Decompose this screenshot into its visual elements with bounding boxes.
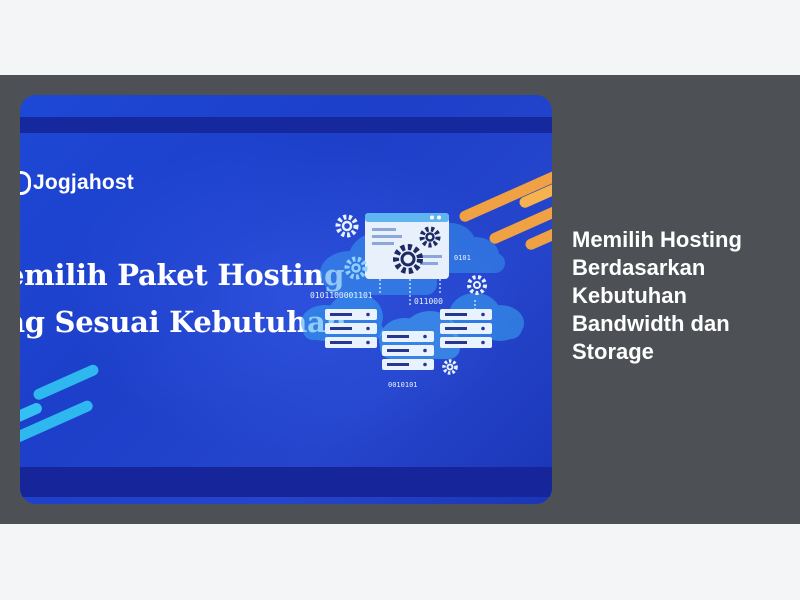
binary-label: 0101 bbox=[454, 254, 471, 262]
article-card[interactable]: Jogjahost emilih Paket Hosting ng Sesuai… bbox=[0, 75, 800, 524]
gear-icon bbox=[419, 226, 441, 248]
brand-logo: Jogjahost bbox=[20, 171, 134, 195]
gear-icon bbox=[442, 359, 458, 375]
article-thumbnail[interactable]: Jogjahost emilih Paket Hosting ng Sesuai… bbox=[20, 95, 552, 504]
thumbnail-headline-line1: emilih Paket Hosting bbox=[20, 258, 345, 292]
thumbnail-top-band bbox=[20, 117, 552, 133]
server-rack-icon bbox=[325, 309, 377, 348]
thumbnail-glow bbox=[60, 135, 520, 455]
cloud-server-illustration: 0101100001101 0101 011000 0010101 bbox=[301, 213, 524, 389]
gear-icon bbox=[467, 275, 487, 295]
server-rack-icon bbox=[382, 331, 434, 370]
server-rack-icon bbox=[440, 309, 492, 348]
gear-icon bbox=[393, 244, 423, 274]
thumbnail-headline-line2: ng Sesuai Kebutuhan bbox=[20, 305, 347, 339]
gear-icon bbox=[344, 256, 368, 280]
thumbnail-bottom-band bbox=[20, 467, 552, 497]
brand-name: Jogjahost bbox=[33, 171, 134, 194]
gear-icon bbox=[335, 214, 359, 238]
binary-label: 011000 bbox=[414, 297, 443, 306]
binary-label: 0101100001101 bbox=[310, 291, 373, 300]
article-title[interactable]: Memilih Hosting Berdasarkan Kebutuhan Ba… bbox=[572, 227, 742, 364]
brand-mark-icon bbox=[20, 171, 31, 195]
binary-label: 0010101 bbox=[388, 381, 418, 389]
browser-window-icon bbox=[365, 213, 449, 279]
